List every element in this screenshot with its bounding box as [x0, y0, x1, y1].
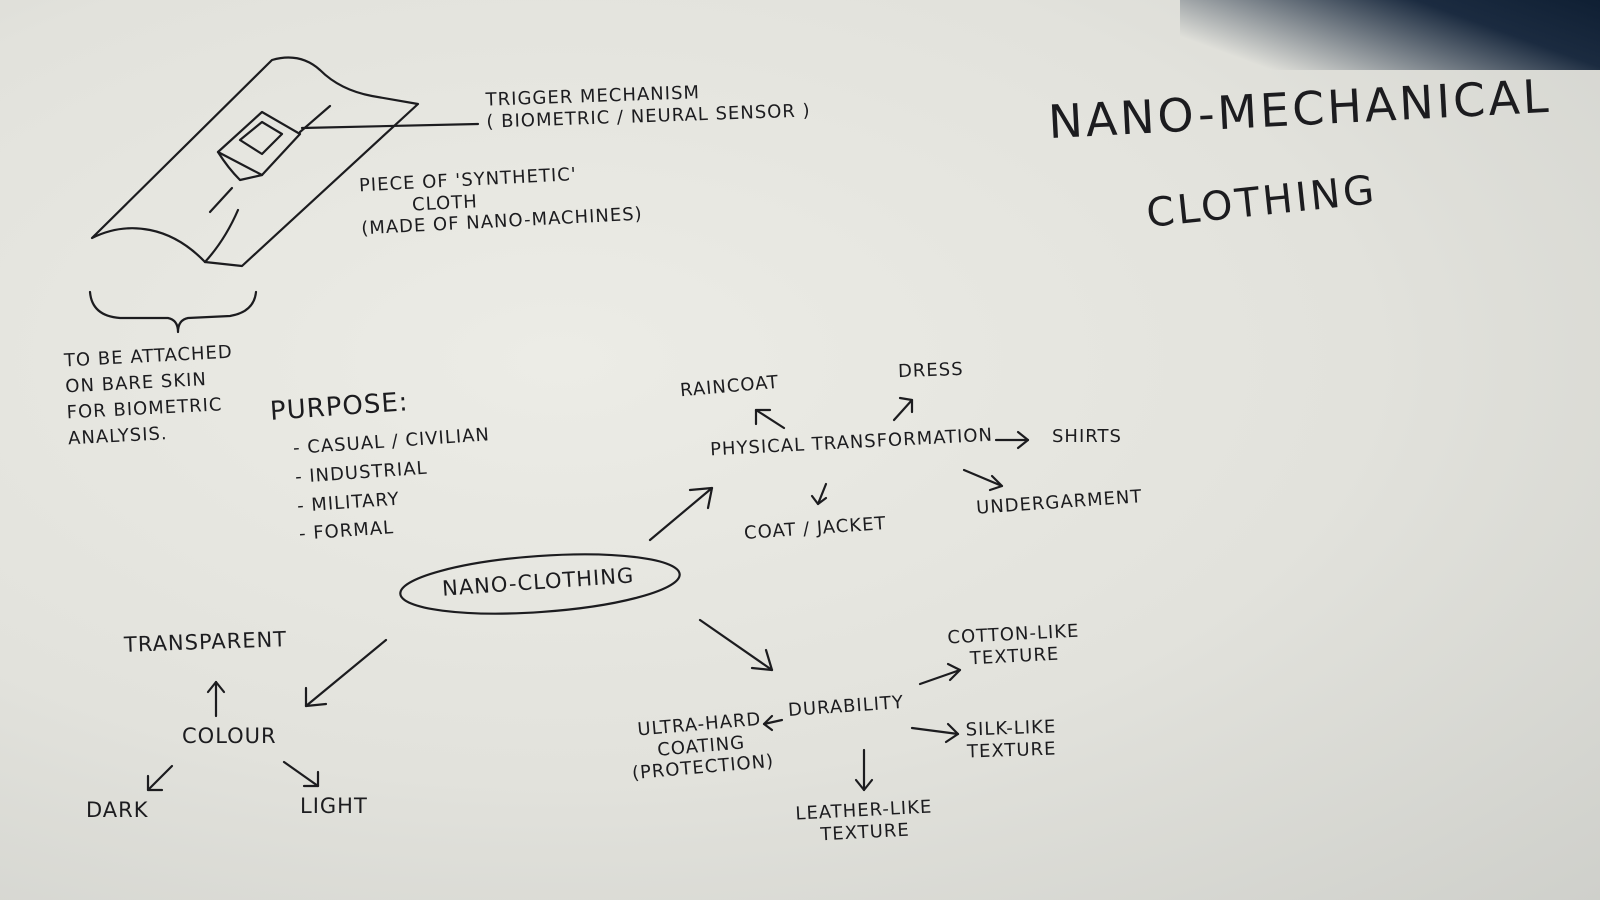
cloth-dash-line	[208, 186, 234, 214]
arrow-coat	[816, 482, 828, 506]
purpose-list: - Casual / Civilian - Industrial - Milit…	[292, 421, 497, 550]
arrow-to-physical	[648, 486, 714, 542]
arrow-silk	[910, 726, 960, 736]
silk-label: Silk-Like Texture	[965, 716, 1057, 762]
attach-note: To Be Attached on Bare Skin for Biometri…	[63, 340, 237, 453]
leather-label: Leather-Like Texture	[795, 796, 934, 846]
colour-label: Colour	[182, 724, 277, 748]
arrow-ultra-hard	[762, 718, 784, 726]
silk-line: Texture	[966, 738, 1057, 763]
light-label: Light	[300, 794, 368, 818]
arrow-cotton	[918, 668, 962, 686]
cloth-fold-line	[203, 208, 240, 264]
shirts-label: Shirts	[1052, 426, 1122, 447]
arrow-raincoat	[754, 408, 786, 430]
cloth-piece-outline	[90, 56, 420, 268]
dark-label: Dark	[86, 798, 149, 822]
center-node-ellipse	[399, 553, 681, 615]
attach-bracket	[88, 290, 258, 334]
ultra-hard-label: Ultra-Hard Coating (Protection)	[627, 708, 775, 785]
trigger-device-side	[216, 150, 264, 182]
cotton-label: Cotton-Like Texture	[947, 621, 1081, 671]
arrow-to-durability	[698, 618, 774, 672]
arrow-light	[282, 760, 320, 788]
arrow-undergarment	[962, 468, 1004, 488]
arrow-dress	[892, 398, 914, 422]
silk-line: Silk-Like	[965, 716, 1057, 741]
trigger-device-inner	[238, 120, 284, 156]
trigger-leader-line	[300, 122, 480, 130]
dress-label: Dress	[897, 358, 964, 383]
arrow-to-colour	[304, 638, 388, 708]
arrow-dark	[146, 764, 174, 792]
trigger-device	[216, 110, 302, 177]
